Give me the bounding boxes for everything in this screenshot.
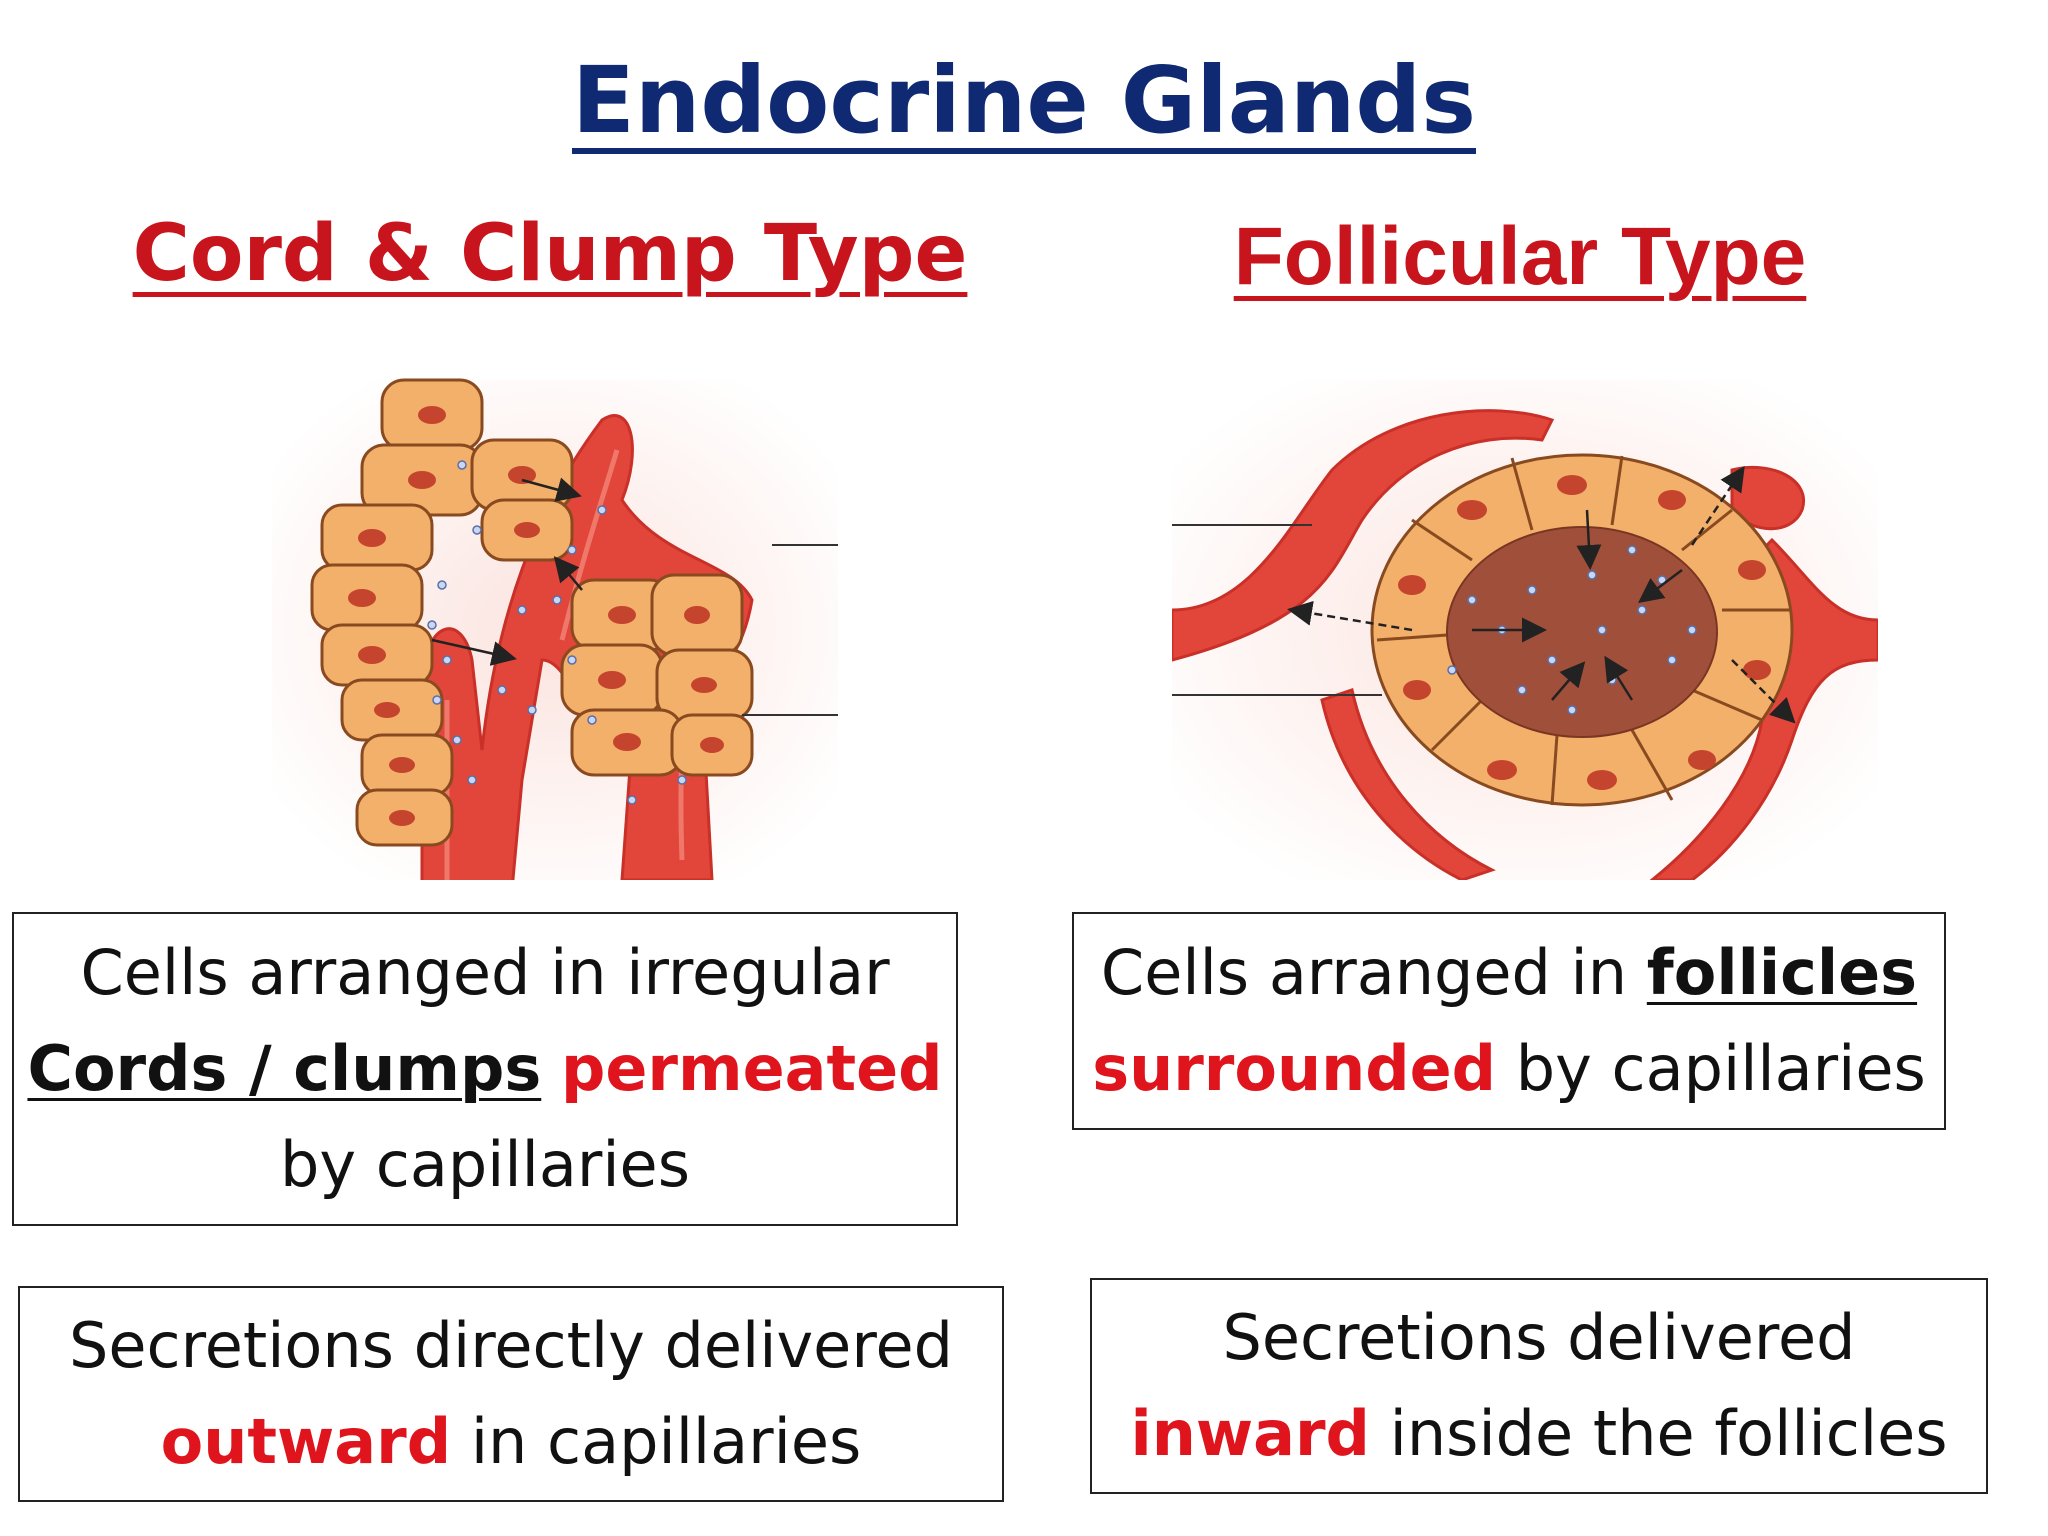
label-lines bbox=[742, 544, 838, 716]
cords-clumps-term: Cords / clumps bbox=[27, 1032, 542, 1105]
cell-borders bbox=[1376, 455, 1790, 806]
nuclei bbox=[348, 406, 724, 826]
box1-line1: Cells arranged in irregular bbox=[80, 936, 890, 1009]
secretion-arrows bbox=[431, 477, 583, 666]
surrounded-term: surrounded bbox=[1092, 1032, 1497, 1105]
follicular-heading: Follicular Type bbox=[1233, 211, 1807, 302]
secretory-granules bbox=[427, 460, 687, 805]
box3-line1: Secretions directly delivered bbox=[69, 1309, 953, 1382]
outward-term: outward bbox=[160, 1405, 452, 1478]
box4-line1: Secretions delivered bbox=[1222, 1301, 1856, 1374]
cord-clump-diagram bbox=[272, 378, 838, 880]
colloid bbox=[1446, 526, 1718, 738]
inward-term: inward bbox=[1130, 1397, 1370, 1470]
box1-line3: by capillaries bbox=[279, 1128, 691, 1201]
permeated-term: permeated bbox=[560, 1032, 943, 1105]
follicles-term: follicles bbox=[1646, 936, 1918, 1009]
box4-line2: inward inside the follicles bbox=[1092, 1386, 1986, 1482]
box2-line2: surrounded by capillaries bbox=[1074, 1021, 1944, 1117]
box2-line1-text: Cells arranged in bbox=[1100, 936, 1647, 1009]
box3-line2-text: in capillaries bbox=[451, 1405, 862, 1478]
box2-line1: Cells arranged in follicles bbox=[1074, 925, 1944, 1021]
follicular-secretion-box: Secretions delivered inward inside the f… bbox=[1090, 1278, 1988, 1494]
follicular-diagram bbox=[1172, 380, 1878, 880]
label-lines bbox=[1172, 524, 1382, 696]
page-title: Endocrine Glands bbox=[571, 47, 1476, 154]
box1-line2: Cords / clumps permeated bbox=[14, 1021, 956, 1117]
secretion-arrows bbox=[1287, 465, 1796, 724]
cord-clump-heading: Cord & Clump Type bbox=[132, 209, 968, 299]
box3-line2: outward in capillaries bbox=[20, 1394, 1002, 1490]
box4-line2-text: inside the follicles bbox=[1369, 1397, 1948, 1470]
cord-clump-secretion-box: Secretions directly delivered outward in… bbox=[18, 1286, 1004, 1502]
box2-line2-text: by capillaries bbox=[1496, 1032, 1926, 1105]
follicular-arrangement-box: Cells arranged in follicles surrounded b… bbox=[1072, 912, 1946, 1130]
nuclei bbox=[1398, 475, 1771, 790]
secretory-granules bbox=[1447, 545, 1697, 715]
cord-clump-arrangement-box: Cells arranged in irregular Cords / clum… bbox=[12, 912, 958, 1226]
